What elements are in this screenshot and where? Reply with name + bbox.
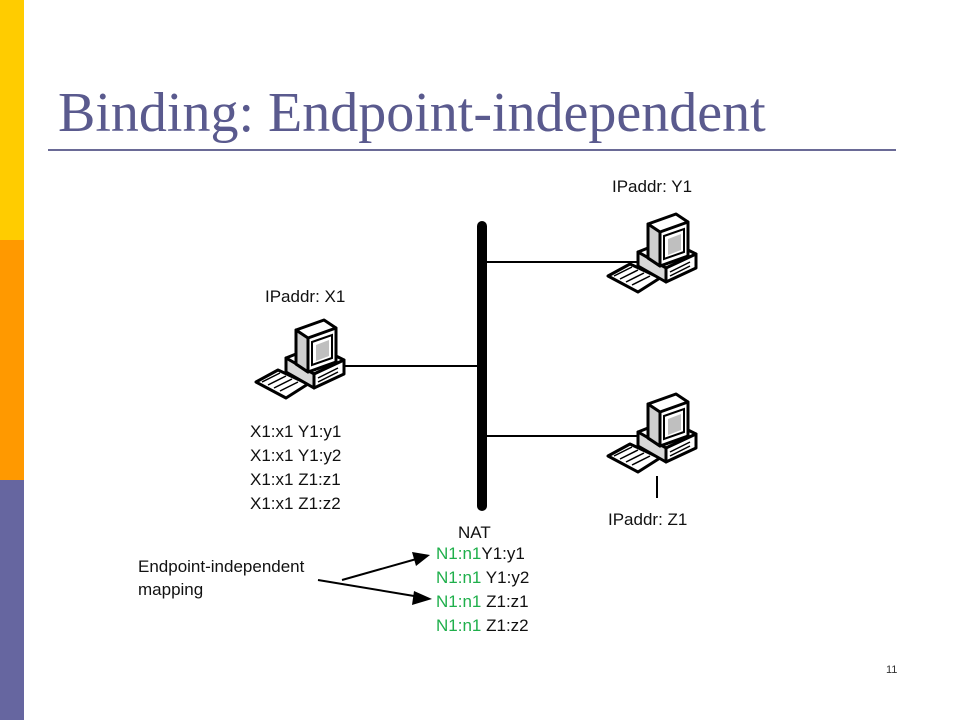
external-binding-table: N1:n1Y1:y1 N1:n1 Y1:y2 N1:n1 Z1:z1 N1:n1… bbox=[436, 542, 529, 638]
slide-title: Binding: Endpoint-independent bbox=[58, 82, 766, 144]
external-binding-row: N1:n1 Y1:y2 bbox=[436, 568, 530, 587]
internal-binding-row: X1:x1 Z1:z2 bbox=[250, 494, 341, 513]
internal-binding-table: X1:x1 Y1:y1 X1:x1 Y1:y2 X1:x1 Z1:z1 X1:x… bbox=[250, 420, 341, 516]
annotation-line-2: mapping bbox=[138, 580, 204, 599]
host-y1-label: IPaddr: Y1 bbox=[612, 177, 693, 196]
internal-binding-row: X1:x1 Z1:z1 bbox=[250, 470, 341, 489]
host-x1-label: IPaddr: X1 bbox=[265, 287, 346, 306]
arrow-head-lower bbox=[412, 591, 432, 605]
sidebar bbox=[0, 0, 24, 720]
arrow-line-upper bbox=[341, 557, 421, 581]
computer-z1-icon bbox=[606, 392, 698, 474]
arrow-line-lower bbox=[317, 579, 421, 598]
external-binding-row: N1:n1 Z1:z2 bbox=[436, 616, 529, 635]
external-binding-row: N1:n1 Z1:z1 bbox=[436, 592, 529, 611]
page-number: 11 bbox=[886, 664, 898, 676]
sidebar-purple-band bbox=[0, 480, 24, 720]
arrow-head-upper bbox=[412, 552, 430, 566]
host-z1-label: IPaddr: Z1 bbox=[608, 510, 688, 529]
mapping-annotation: Endpoint-independent mapping bbox=[138, 555, 304, 601]
internal-binding-row: X1:x1 Y1:y1 bbox=[250, 422, 342, 441]
computer-x1-icon bbox=[254, 318, 346, 400]
nat-label: NAT bbox=[458, 523, 491, 542]
annotation-line-1: Endpoint-independent bbox=[138, 557, 305, 576]
title-rule bbox=[48, 149, 896, 151]
computer-y1-icon bbox=[606, 212, 698, 294]
sidebar-orange-band bbox=[0, 240, 24, 480]
external-binding-row: N1:n1Y1:y1 bbox=[436, 544, 525, 563]
sidebar-yellow-band bbox=[0, 0, 24, 240]
internal-binding-row: X1:x1 Y1:y2 bbox=[250, 446, 342, 465]
